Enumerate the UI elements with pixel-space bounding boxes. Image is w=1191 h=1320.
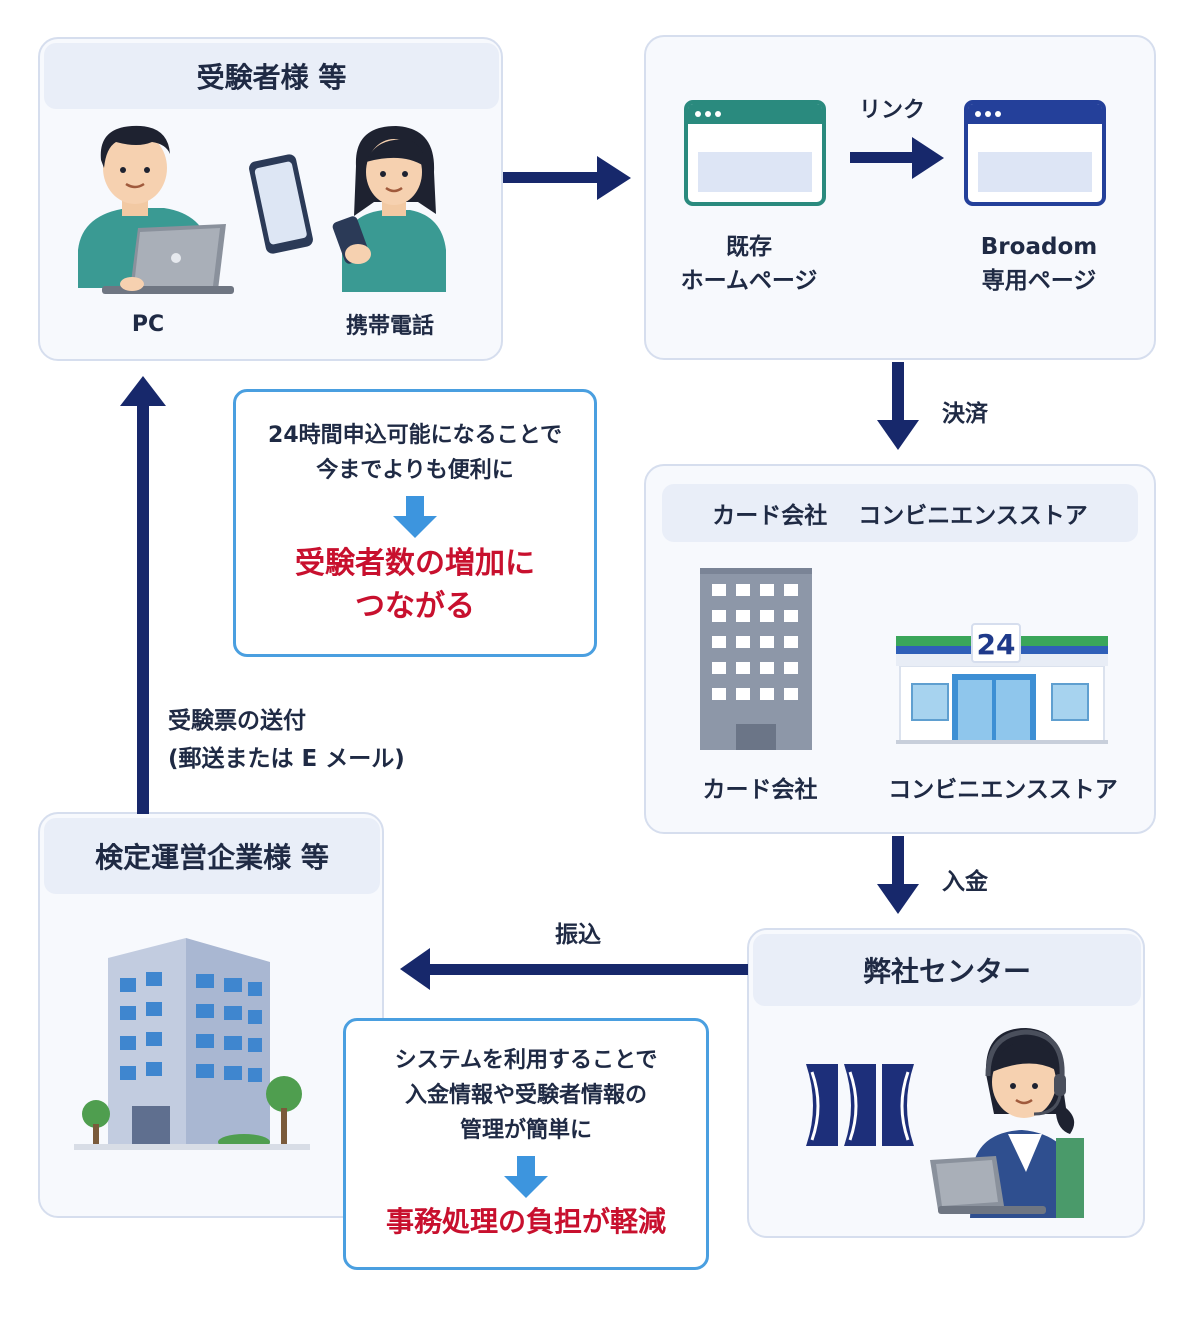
pc-user-icon xyxy=(78,125,234,294)
operator-company-building-icon xyxy=(74,938,310,1150)
transfer-arrow xyxy=(400,948,748,990)
broadom-page-icon xyxy=(964,100,1106,206)
existing-homepage-icon xyxy=(684,100,826,206)
mobile-phone-icon xyxy=(249,154,313,254)
note-top-result2: つながる xyxy=(355,589,475,624)
note-top-line2: 今までよりも便利に xyxy=(316,458,514,483)
card-company-building-icon xyxy=(700,568,812,750)
existing-line1: 既存 xyxy=(726,234,772,260)
ticket-arrow xyxy=(120,376,166,814)
card-company-label: カード会社 xyxy=(702,777,818,803)
note-bottom-line3: 管理が簡単に xyxy=(459,1118,592,1143)
deposit-arrow xyxy=(877,836,919,914)
company-logo-icon xyxy=(806,1064,914,1146)
pc-label: PC xyxy=(131,312,165,337)
operator-title: 検定運営企業様 等 xyxy=(44,818,380,894)
benefit-note-top: 24時間申込可能になることで 今までよりも便利に 受験者数の増加に つながる xyxy=(233,389,597,657)
link-arrow xyxy=(850,137,944,179)
note-bottom-line2: 入金情報や受験者情報の xyxy=(404,1083,647,1108)
convenience-store-icon: 24 xyxy=(896,623,1108,744)
mobile-user-icon xyxy=(332,126,446,292)
note-top-line1: 24時間申込可能になることで xyxy=(268,423,562,448)
benefit-note-bottom: システムを利用することで 入金情報や受験者情報の 管理が簡単に 事務処理の負担が… xyxy=(343,1018,709,1270)
ticket-label: 受験票の送付 (郵送または E メール) xyxy=(168,702,428,778)
ticket-line1: 受験票の送付 xyxy=(168,708,306,734)
operator-headset-icon xyxy=(930,1028,1084,1218)
center-title: 弊社センター xyxy=(753,934,1141,1006)
payment-arrow xyxy=(877,362,919,450)
existing-homepage-label: 既存 ホームページ xyxy=(664,230,834,298)
transfer-label: 振込 xyxy=(555,922,601,948)
payment-panel-header: カード会社 コンビニエンスストア xyxy=(662,484,1138,542)
broadom-line2: 専用ページ xyxy=(981,268,1097,294)
store-sign-text: 24 xyxy=(977,628,1016,661)
note-bottom-down-arrow xyxy=(504,1156,548,1198)
arrow-to-web xyxy=(503,156,631,200)
existing-line2: ホームページ xyxy=(680,268,818,294)
note-top-result1: 受験者数の増加に xyxy=(295,546,535,581)
deposit-label: 入金 xyxy=(942,869,988,895)
examinee-title: 受験者様 等 xyxy=(44,43,499,109)
ticket-line2: (郵送または E メール) xyxy=(168,746,405,772)
payment-label: 決済 xyxy=(942,401,988,427)
broadom-line1: Broadom xyxy=(980,234,1098,260)
broadom-page-label: Broadom 専用ページ xyxy=(954,230,1124,298)
note-top-down-arrow xyxy=(393,496,437,538)
note-bottom-line1: システムを利用することで xyxy=(394,1048,658,1073)
link-label: リンク xyxy=(858,98,925,123)
convenience-store-label: コンビニエンスストア xyxy=(888,777,1118,803)
note-bottom-result: 事務処理の負担が軽減 xyxy=(385,1205,666,1238)
mobile-label: 携帯電話 xyxy=(345,314,434,339)
